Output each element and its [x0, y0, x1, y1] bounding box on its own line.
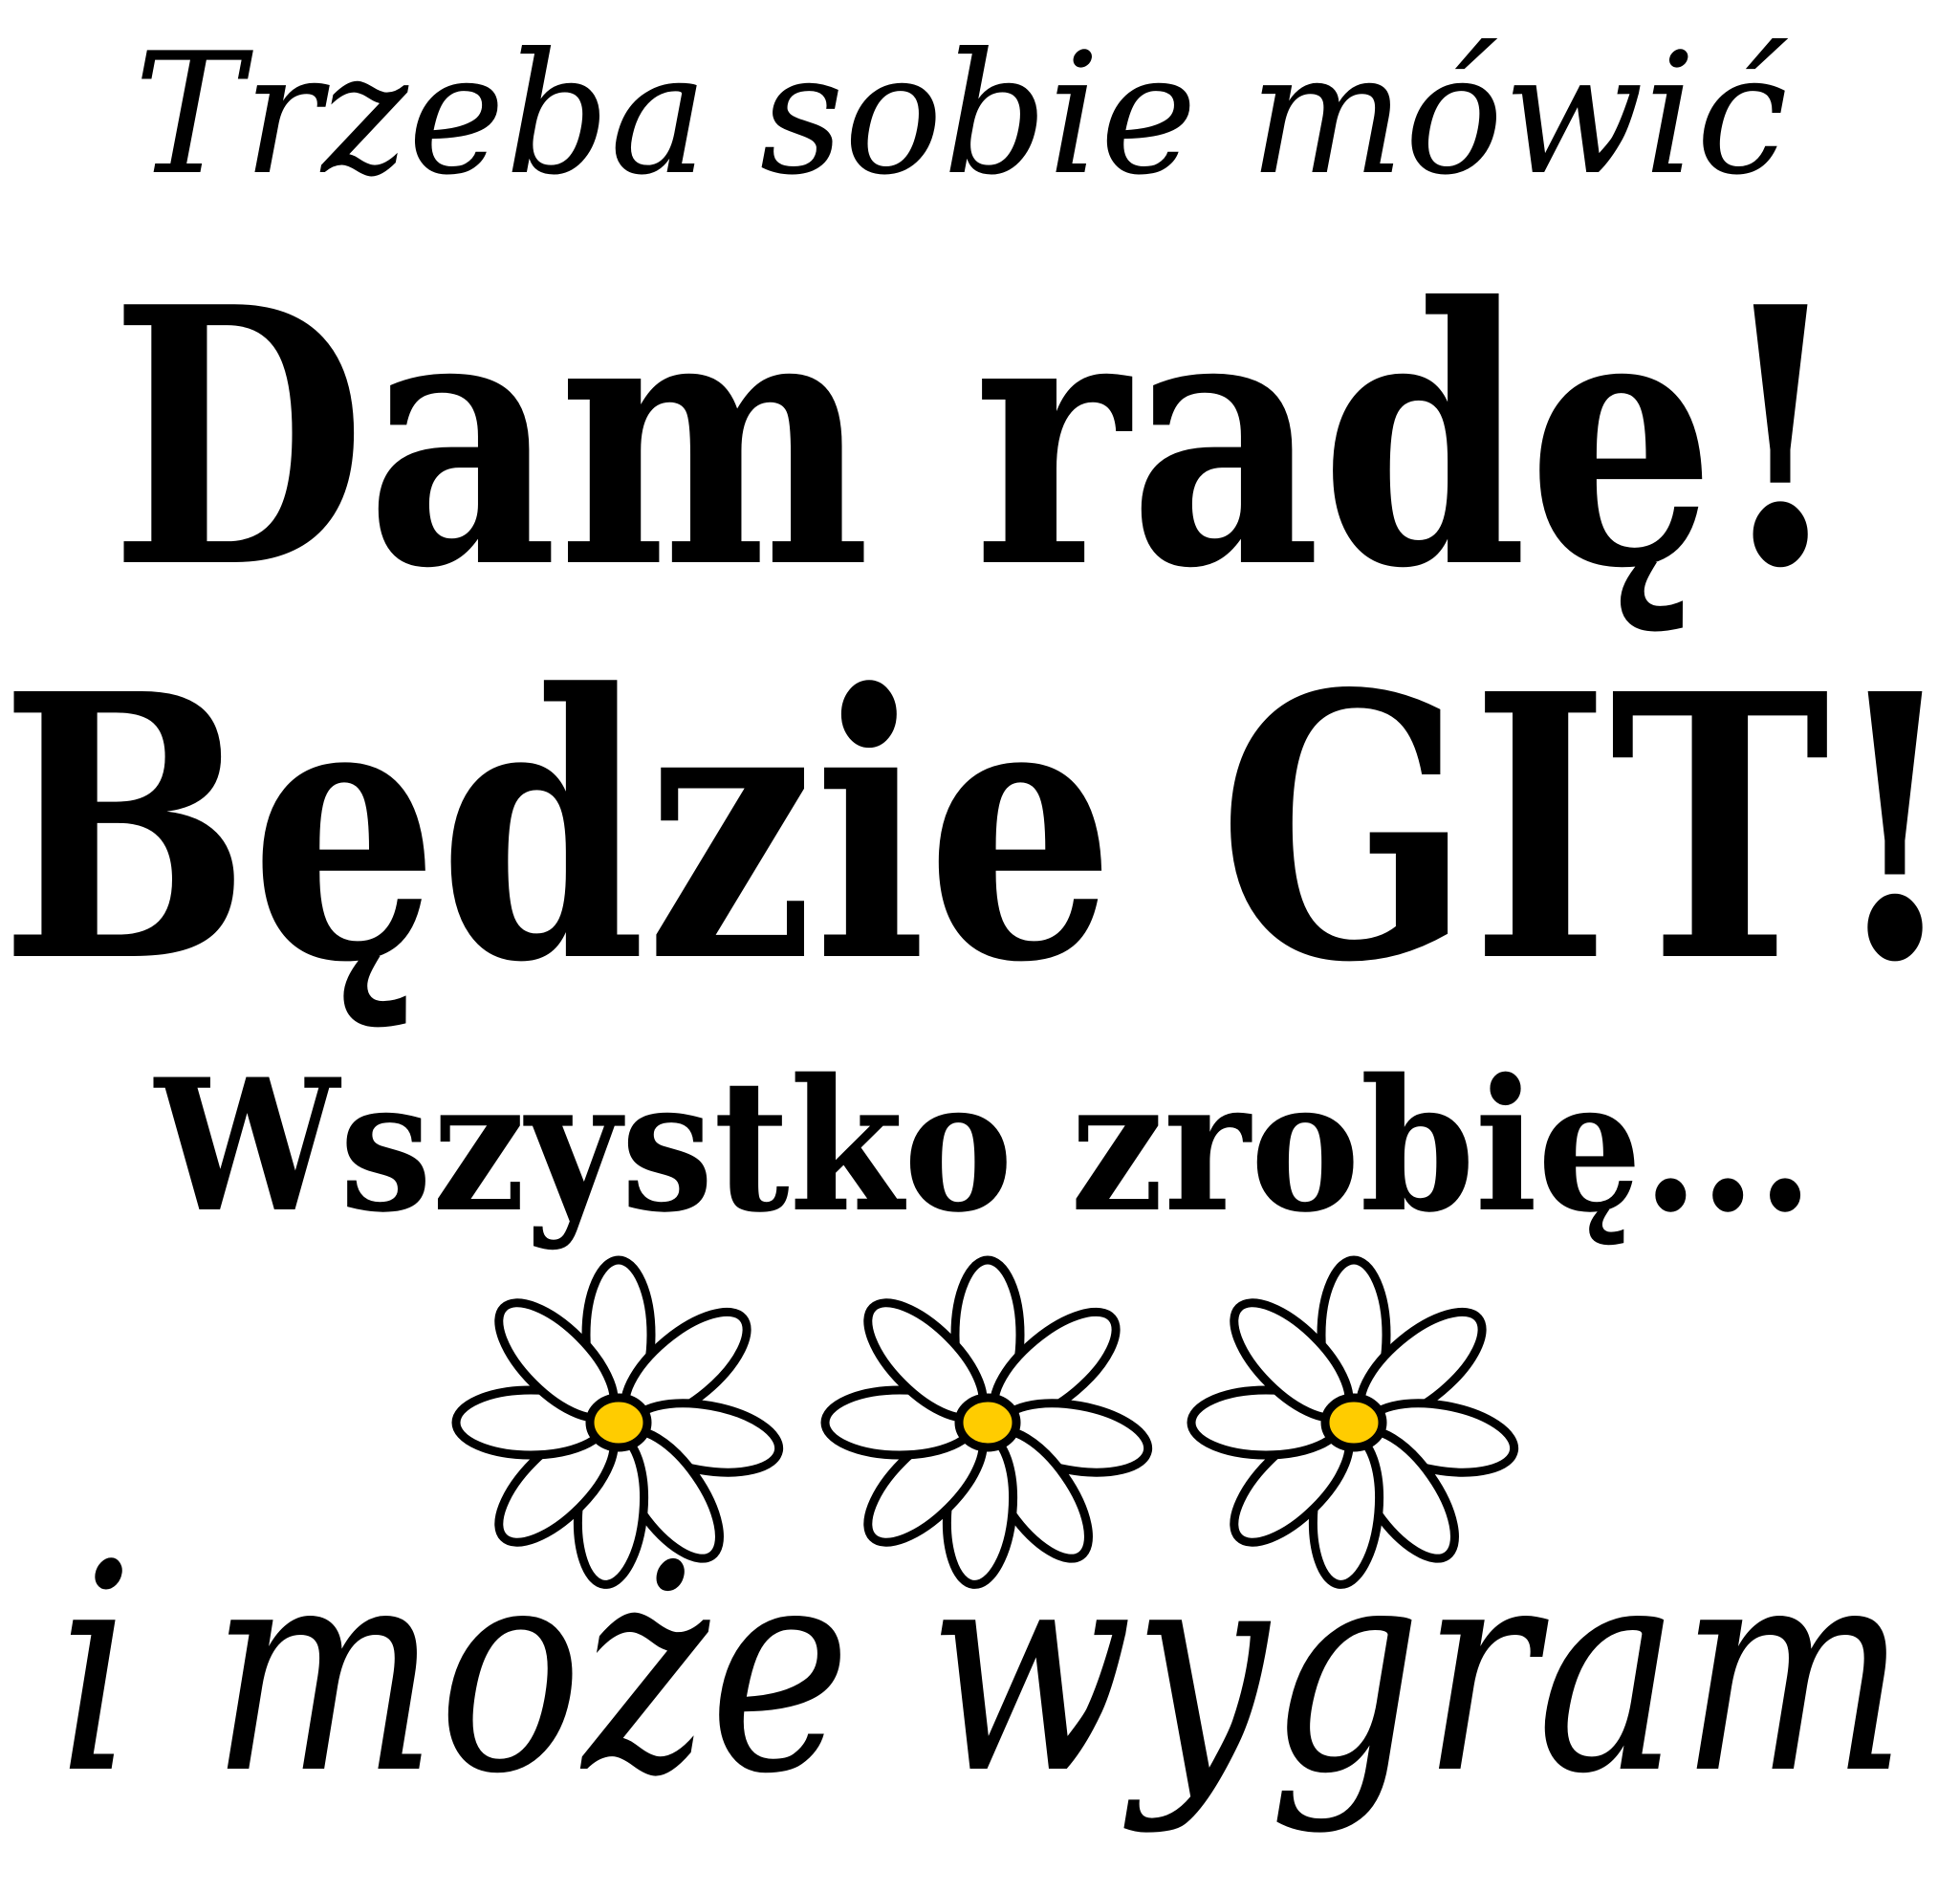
- headline-script-top: Trzeba sobie mówić: [134, 18, 1789, 212]
- headline-script-bottom: i może wygram: [57, 1503, 1907, 1837]
- headline-bedzie-git: Będzie GIT!: [0, 615, 1960, 1042]
- daisy-center: [585, 1393, 652, 1452]
- daisy-center: [954, 1393, 1021, 1452]
- daisy-icon: [820, 1255, 1153, 1589]
- daisy-icon: [1187, 1255, 1519, 1589]
- daisy-row: [451, 1255, 1519, 1589]
- daisy-center: [1320, 1393, 1387, 1452]
- headline-wszystko-zrobie: Wszystko zrobię...: [153, 1039, 1814, 1252]
- daisy-icon: [451, 1255, 784, 1589]
- headline-dam-rade: Dam radę!: [110, 231, 1845, 646]
